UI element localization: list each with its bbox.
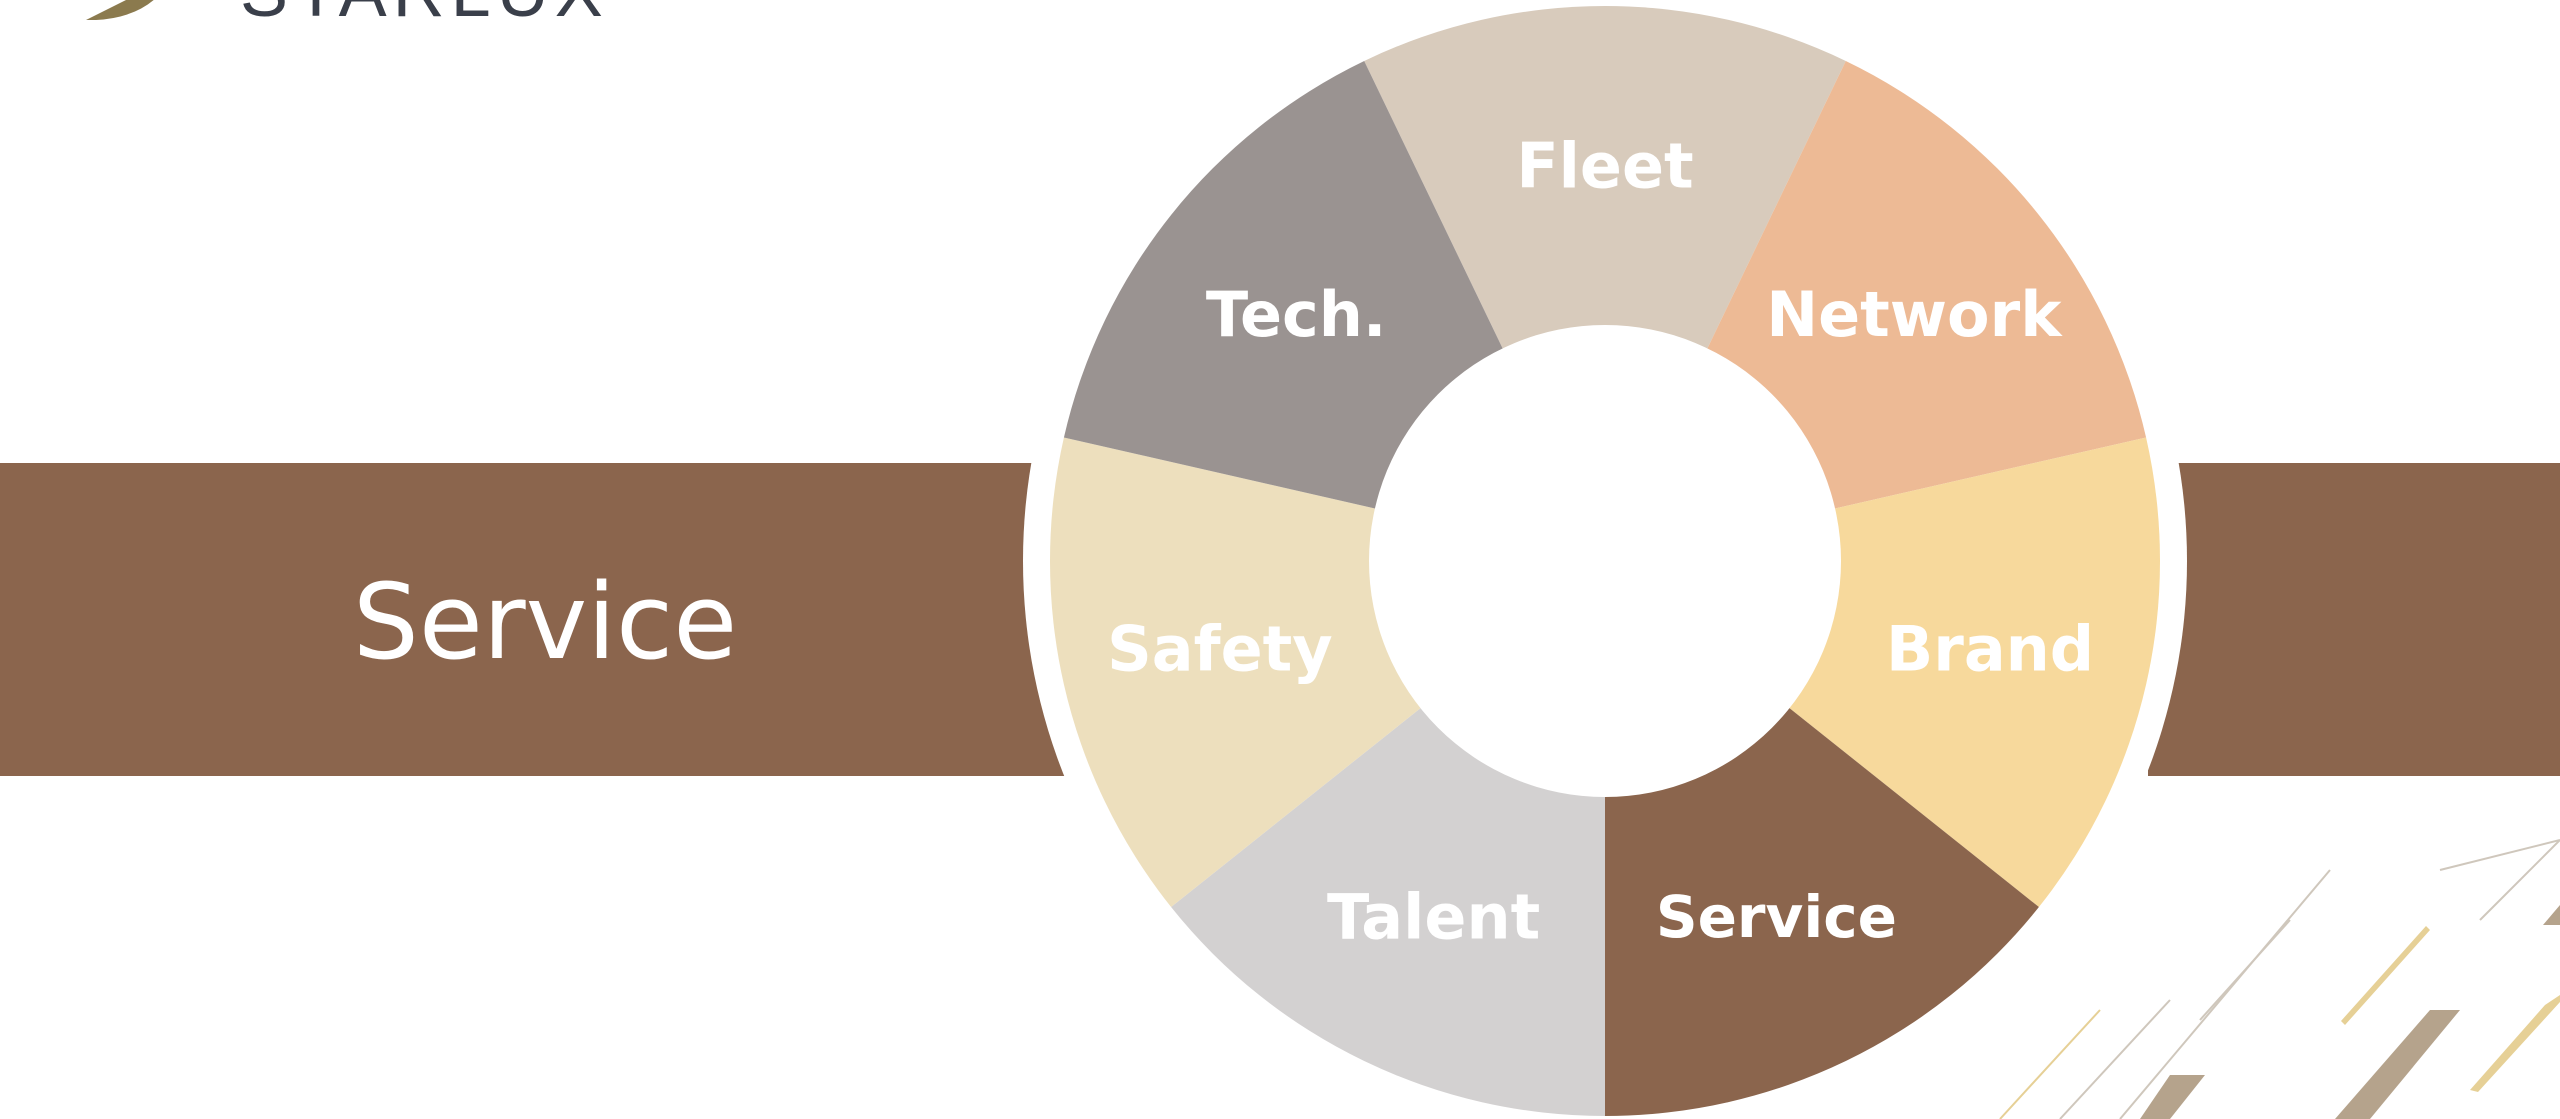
wheel-segment-fleet bbox=[1364, 6, 1846, 562]
wheel-hub bbox=[1369, 325, 1841, 797]
segment-label-fleet: Fleet bbox=[1516, 130, 1693, 203]
deco-stripe bbox=[2341, 926, 2430, 1025]
deco-line bbox=[2439, 839, 2560, 871]
deco-stripe bbox=[2140, 1075, 2205, 1119]
title-band-right bbox=[2148, 463, 2560, 776]
deco-line bbox=[2119, 869, 2331, 1119]
deco-stripe bbox=[2335, 1010, 2460, 1119]
deco-line bbox=[2059, 999, 2171, 1119]
segment-label-tech: Tech. bbox=[1206, 278, 1387, 351]
deco-line bbox=[1999, 1009, 2101, 1119]
deco-stripe bbox=[2470, 995, 2560, 1092]
deco-line bbox=[2199, 919, 2291, 1021]
segment-label-network: Network bbox=[1766, 278, 2063, 351]
logo-wordmark: STARLUX bbox=[240, 0, 609, 30]
segment-label-talent: Talent bbox=[1327, 880, 1540, 953]
band-title: Service bbox=[352, 561, 738, 683]
starlux-logo: STARLUX bbox=[86, 0, 609, 30]
logo-mark-icon bbox=[86, 0, 154, 20]
segment-label-safety: Safety bbox=[1107, 612, 1333, 685]
title-band-left bbox=[0, 463, 1065, 776]
deco-stripe bbox=[2543, 905, 2560, 925]
segment-label-brand: Brand bbox=[1886, 612, 2094, 685]
segment-label-service: Service bbox=[1656, 883, 1897, 951]
deco-line bbox=[2479, 839, 2560, 921]
